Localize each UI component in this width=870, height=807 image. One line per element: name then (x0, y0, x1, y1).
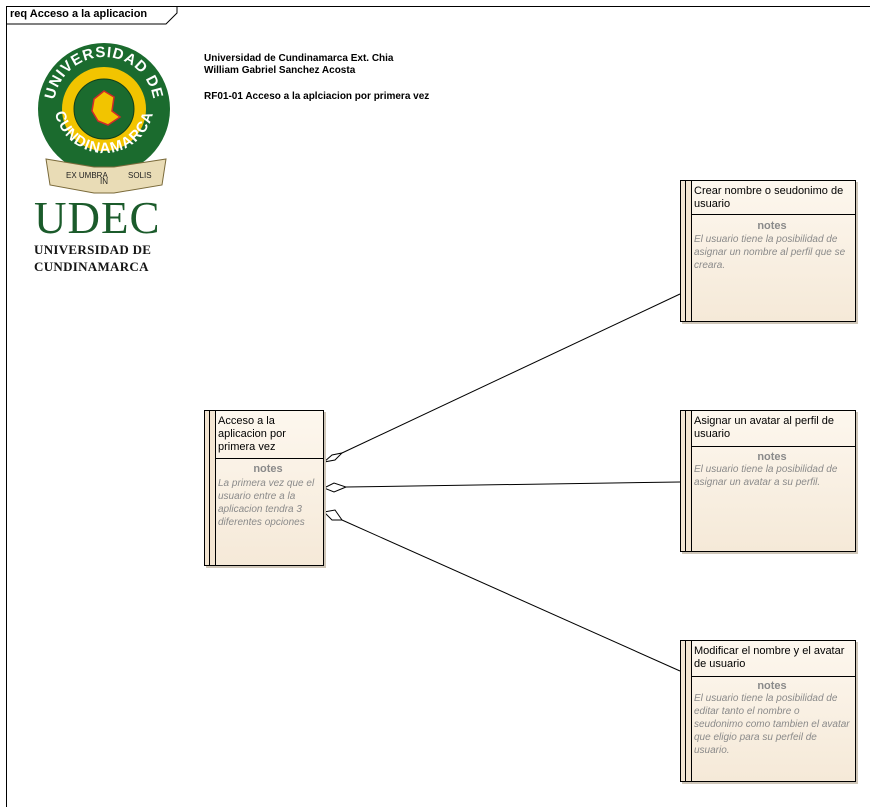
requirement-asignar-avatar[interactable]: Asignar un avatar al perfil de usuario n… (680, 410, 856, 552)
requirement-separator (691, 676, 855, 677)
requirement-stripe (681, 641, 692, 781)
seal-ribbon: EX UMBRA IN SOLIS (45, 158, 167, 194)
udec-wordmark: UDEC UNIVERSIDAD DE CUNDINAMARCA (34, 195, 194, 275)
connector-acceso-crear[interactable] (341, 293, 681, 454)
notes-label: notes (757, 220, 787, 232)
udec-subtitle-1: UNIVERSIDAD DE (34, 242, 152, 257)
notes-label: notes (253, 463, 283, 475)
requirement-notes: El usuario tiene la posibilidad de asign… (694, 464, 838, 488)
requirement-stripe (205, 411, 216, 565)
requirement-title: Acceso a la aplicacion por primera vez (218, 415, 286, 453)
requirement-separator (215, 458, 323, 459)
connector-acceso-avatar[interactable] (345, 481, 681, 488)
frame-label: req Acceso a la aplicacion (10, 8, 148, 20)
requirement-modificar[interactable]: Modificar el nombre y el avatar de usuar… (680, 640, 856, 782)
requirement-notes: El usuario tiene la posibilidad de asign… (694, 234, 846, 271)
udec-seal-logo: UNIVERSIDAD DE CUNDINAMARCA EX UMBRA IN … (38, 43, 170, 194)
header-author: William Gabriel Sanchez Acosta (204, 65, 356, 76)
aggregation-diamond-3 (322, 509, 343, 521)
ribbon-mid-text: IN (100, 177, 108, 186)
map-icon (91, 90, 122, 126)
requirement-title: Modificar el nombre y el avatar de usuar… (694, 645, 845, 670)
udec-subtitle-2: CUNDINAMARCA (34, 259, 149, 274)
requirement-separator (691, 214, 855, 215)
notes-label: notes (757, 451, 787, 463)
aggregation-diamond-2 (322, 482, 348, 493)
requirement-crear-nombre[interactable]: Crear nombre o seudonimo de usuario note… (680, 180, 856, 322)
frame-tab-outline (6, 6, 178, 25)
requirement-stripe (681, 411, 692, 551)
requirement-notes: El usuario tiene la posibilidad de edita… (694, 693, 850, 756)
connector-acceso-modificar[interactable] (341, 519, 681, 672)
aggregation-diamond-1 (322, 452, 344, 463)
ribbon-left-text: EX UMBRA (66, 171, 108, 180)
requirement-acceso[interactable]: Acceso a la aplicacion por primera vez n… (204, 410, 324, 566)
diagram-frame (6, 6, 870, 807)
requirement-separator (691, 446, 855, 447)
header-requirement-id: RF01-01 Acceso a la aplciacion por prime… (204, 91, 430, 102)
notes-label: notes (757, 680, 787, 692)
header-text: Universidad de Cundinamarca Ext. Chia Wi… (204, 53, 429, 103)
requirement-stripe (681, 181, 692, 321)
requirement-title: Crear nombre o seudonimo de usuario (694, 185, 844, 210)
header-institution: Universidad de Cundinamarca Ext. Chia (204, 53, 394, 64)
requirement-notes: La primera vez que el usuario entre a la… (218, 478, 315, 528)
ribbon-right-text: SOLIS (128, 171, 152, 180)
udec-title: UDEC (34, 193, 161, 243)
requirement-title: Asignar un avatar al perfil de usuario (694, 415, 835, 440)
